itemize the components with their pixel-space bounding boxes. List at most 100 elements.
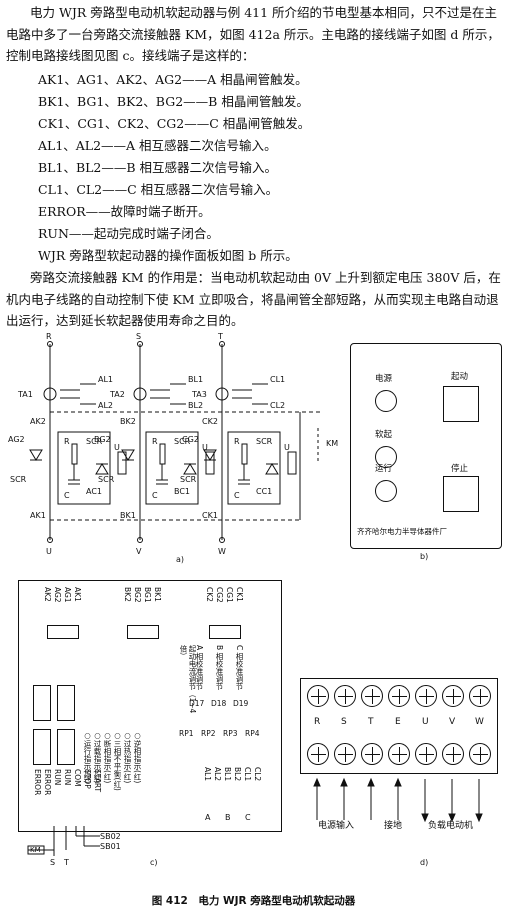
c-c-label: C [234,491,240,500]
phase-c-trigger-terminals: CK2 CG2 CG1 CK1 [205,587,245,623]
stop-button[interactable] [443,476,479,512]
terminal-start: START [93,769,102,793]
screw-bottom-7 [469,743,491,765]
al2-label: AL2 [98,401,113,410]
ak2-label: AK2 [30,417,46,426]
control-terminal-block: ERROR ERROR RUN RUN COM STOP START [33,769,113,823]
terminal-error-2: ERROR [43,769,52,796]
ta3-label: TA3 [191,390,207,399]
sb02-label: SB02 [100,832,121,841]
terminal-r: R [314,717,321,727]
scr-a-label: SCR [10,475,27,484]
ag1-terminal: AG1 [63,587,72,603]
intro-text: 电力 WJR 旁路型电动机软起动器与例 411 所介绍的节电型基本相同，只不过是… [6,5,500,63]
scr-b-label: SCR [98,475,115,484]
component-block-4 [57,729,75,765]
start-label: 起动 [451,372,469,382]
cg1-terminal: CG1 [225,587,234,603]
rp2-label: RP2 [201,729,216,738]
phase-b-connector [127,625,159,639]
al1-label: AL1 [98,375,113,384]
bg2-label: BG2 [94,435,111,444]
power-indicator [375,390,397,412]
terminal-line-6: CL1、CL2——C 相互感器二次信号输入。 [38,182,279,197]
screw-top-3 [361,685,383,707]
indicator-run: ○运行指示(绿) [83,731,92,784]
terminal-com: COM [73,769,82,787]
ct-terminal-block: AL1 AL2 BL1 BL2 CL1 CL2 [203,767,267,807]
terminal-line-1: AK1、AG1、AK2、AG2——A 相晶闸管触发。 [38,72,308,87]
ac1-label: AC1 [86,487,102,496]
terminal-line-7: ERROR——故障时端子断开。 [38,204,211,219]
operation-panel: 电源 软起 运行 起动 停止 齐齐哈尔电力半导体器件厂 [350,343,502,549]
scr-a2-label: SCR [86,437,103,446]
outro-paragraph: 旁路交流接触器 KM 的作用是：当电动机软起动由 0V 上升到额定电压 380V… [6,267,502,332]
run-label: 运行 [375,464,393,474]
screw-bottom-4 [388,743,410,765]
figure-a-circuit: R S T TA1 TA2 TA3 AL1 AL2 BL1 BL2 CL1 CL… [8,332,338,564]
terminal-u: U [422,717,429,727]
terminal-cl2: CL2 [253,767,262,782]
d19-label: D19 [233,699,249,708]
terminal-al1: AL1 [203,767,212,782]
main-terminal-block: R S T E U V W [300,678,498,774]
screw-top-5 [415,685,437,707]
screw-top-4 [388,685,410,707]
phase-a-connector [47,625,79,639]
power-input-label: 电源输入 [318,821,355,831]
km-label: KM [326,439,338,448]
input-r-label: R [46,332,52,341]
figure-b-label: b) [420,552,429,561]
output-v-label: V [136,547,142,556]
phase-a-trigger-terminals: AK2 AG2 AG1 AK1 [43,587,83,623]
r-a-label: R [64,437,70,446]
input-s-label: S [136,332,141,341]
abc-b-label: B [225,813,231,822]
output-w-label: W [218,547,226,556]
screw-top-6 [442,685,464,707]
screw-top-1 [307,685,329,707]
power-label: 电源 [375,374,393,384]
terminal-e: E [395,717,401,727]
bg2-terminal: BG2 [133,587,142,603]
phase-b-branch [121,344,215,540]
indicator-unbalance: ○三相不平衡(红) [113,731,122,791]
stop-label: 停止 [451,464,469,474]
bk2-label: BK2 [120,417,136,426]
terminal-s: S [341,717,347,727]
u-c-label: U [284,443,290,452]
r-c-label: R [234,437,240,446]
terminal-line-9: WJR 旁路型软起动器的操作面板如图 b 所示。 [38,248,298,263]
adj-phase-b: B 相校准调节 [215,645,224,691]
terminal-bl1: BL1 [223,767,232,782]
indicator-phase-loss: ○断相指示(红) [103,731,112,784]
ak2-terminal: AK2 [43,587,52,602]
component-block-3 [57,685,75,721]
terminal-al2: AL2 [213,767,222,782]
bc1-label: BC1 [174,487,190,496]
terminal-v: V [449,717,456,727]
ck2-terminal: CK2 [205,587,214,602]
cc1-label: CC1 [256,487,272,496]
maker-label: 齐齐哈尔电力半导体器件厂 [357,527,447,536]
phase-a-branch [29,344,127,540]
u-b-label: U [202,443,208,452]
d17-label: D17 [189,699,205,708]
cg2-terminal: CG2 [215,587,224,603]
cl1-label: CL1 [270,375,285,384]
abc-c-label: C [245,813,251,822]
rp3-label: RP3 [223,729,238,738]
cg2-label: CG2 [182,435,199,444]
terminal-run-2: RUN [63,769,72,786]
bg1-terminal: BG1 [143,587,152,603]
t-label: T [64,858,69,867]
component-block-1 [33,685,51,721]
ta1-label: TA1 [17,390,33,399]
indicator-overload: ○过载指示(红) [93,731,102,784]
start-button[interactable] [443,386,479,422]
terminal-error-1: ERROR [33,769,42,796]
figure-c-label: c) [150,858,158,867]
phase-c-branch [203,344,297,540]
ta2-label: TA2 [109,390,125,399]
terminal-bl2: BL2 [233,767,242,782]
